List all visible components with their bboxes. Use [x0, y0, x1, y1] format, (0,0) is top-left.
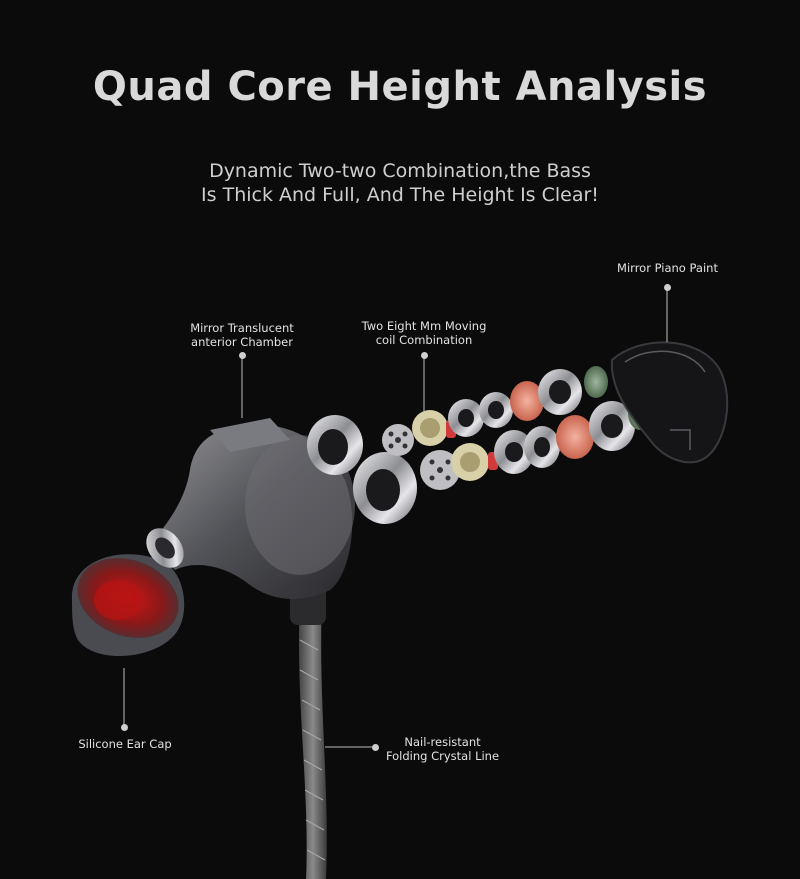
- label-moving-coil-2: coil Combination: [375, 333, 473, 347]
- label-crystal-line-1: Nail-resistant: [404, 735, 481, 749]
- label-crystal-line-2: Folding Crystal Line: [385, 749, 500, 763]
- callout-dot-piano-paint: [664, 284, 671, 291]
- callout-lines: [123, 288, 668, 748]
- subtitle-line-2: Is Thick And Full, And The Height Is Cle…: [201, 184, 599, 206]
- callout-dot-crystal-line: [372, 744, 379, 751]
- page-title: Quad Core Height Analysis: [92, 64, 708, 110]
- label-mirror-translucent-2: anterior Chamber: [191, 335, 293, 349]
- silicone-ear-tip: [71, 554, 185, 657]
- dynamic-drivers: [382, 410, 498, 490]
- subtitle-line-1: Dynamic Two-two Combination,the Bass: [209, 160, 591, 182]
- label-mirror-translucent-1: Mirror Translucent: [190, 321, 294, 335]
- label-moving-coil-1: Two Eight Mm Moving: [361, 319, 487, 333]
- callout-dot-moving-coil: [421, 352, 428, 359]
- crystal-cable: [290, 585, 327, 879]
- mirror-back-cover: [610, 341, 729, 464]
- label-silicone-ear-cap: Silicone Ear Cap: [78, 737, 172, 751]
- front-metal-rings: [307, 415, 417, 524]
- callout-dot-ear-cap: [121, 724, 128, 731]
- label-mirror-piano-paint: Mirror Piano Paint: [617, 261, 718, 275]
- callout-dot-translucent: [239, 352, 246, 359]
